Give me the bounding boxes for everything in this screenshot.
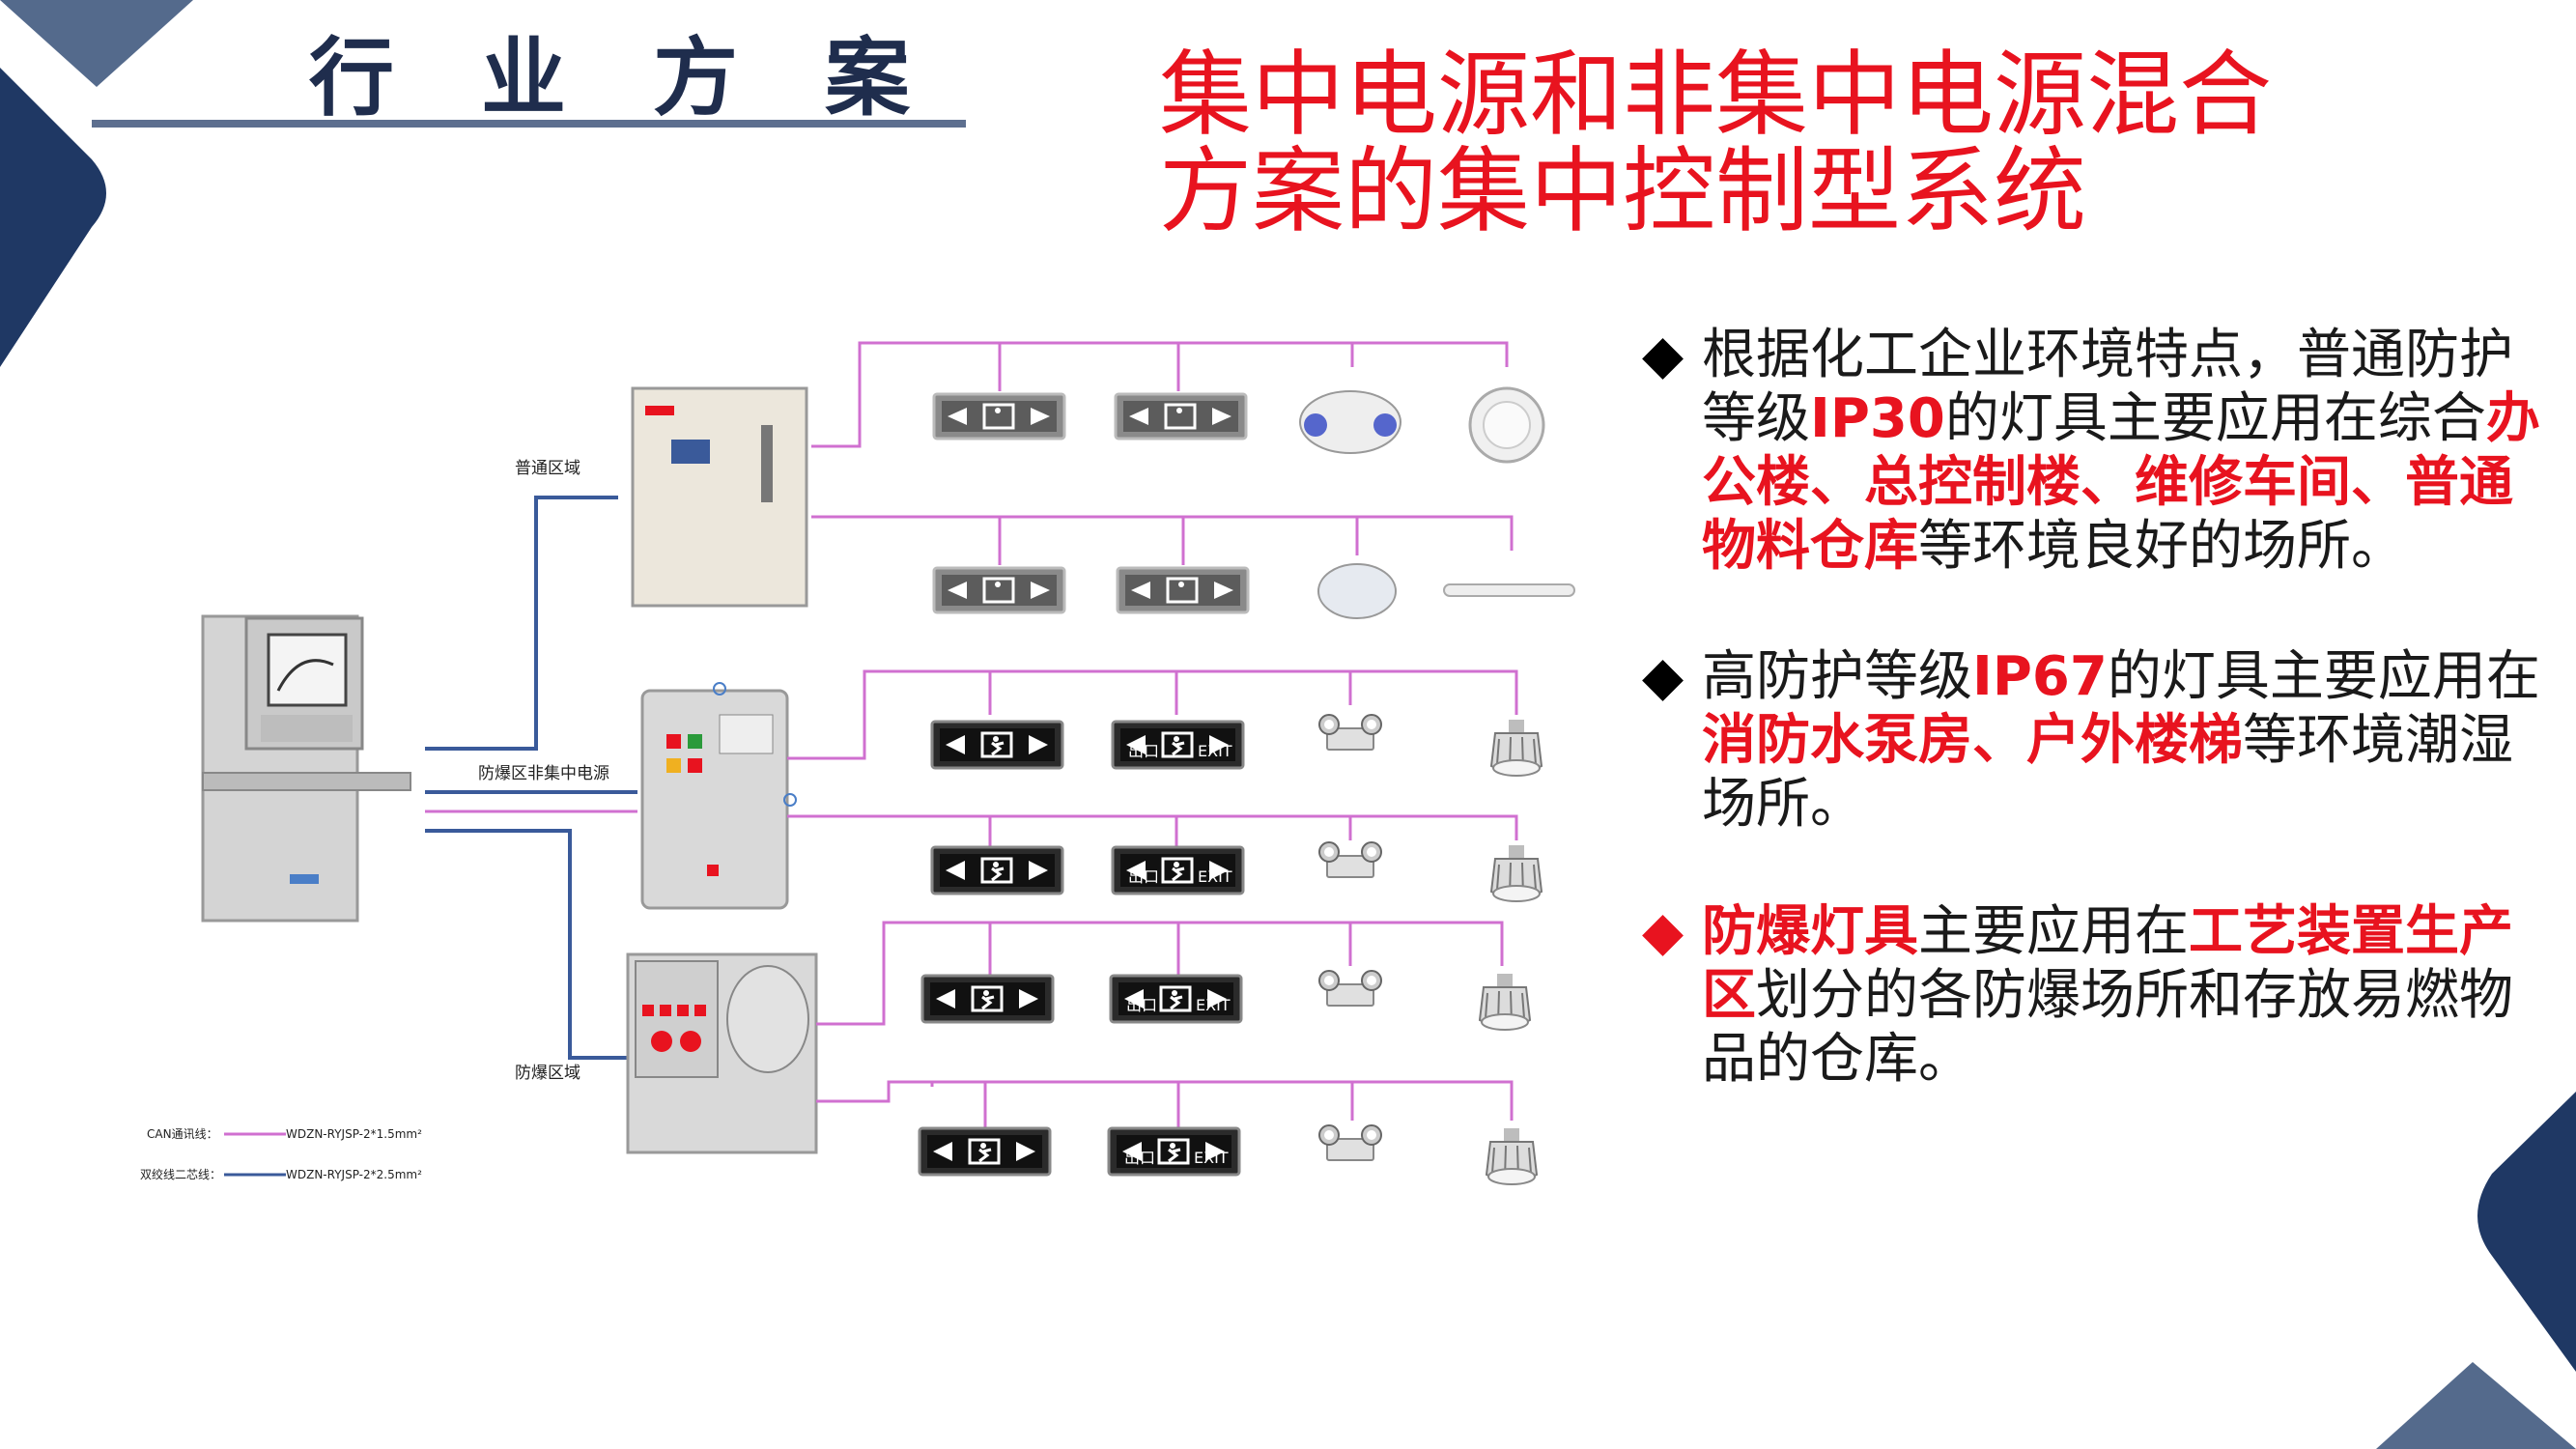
exit-sign-arrows (920, 974, 1055, 1024)
twin-spot-emergency-light (1318, 970, 1382, 1007)
exit-sign-silver (1114, 392, 1248, 440)
exit-sign-en: 出口 EXIT (1109, 974, 1243, 1024)
header-underline (92, 120, 966, 128)
main-title-line-2: 方案的集中控制型系统 (1159, 137, 2086, 245)
twin-spot-emergency-light (1318, 841, 1382, 878)
exit-sign-en: 出口 EXIT (1111, 845, 1245, 895)
svg-text:出口: 出口 (1128, 742, 1159, 760)
zone-label-non-central: 防爆区非集中电源 (478, 764, 609, 783)
bullet-3: ◆ 防爆灯具主要应用在工艺装置生产区划分的各防爆场所和存放易燃物品的仓库。 (1642, 900, 2540, 1092)
bullet-2: ◆ 高防护等级IP67的灯具主要应用在消防水泵房、户外楼梯等环境潮湿场所。 (1642, 645, 2540, 837)
svg-text:出口: 出口 (1128, 867, 1159, 886)
dome-ceiling-light (1317, 563, 1397, 619)
control-console (201, 614, 411, 923)
exit-sign-silver (932, 392, 1066, 440)
twin-spot-emergency-light (1318, 714, 1382, 751)
corner-chevron-left (0, 68, 106, 367)
highlight-text: 办公楼、总控制楼、维修车间、普通物料仓库 (1702, 387, 2540, 578)
twin-spot-emergency-light (1318, 1124, 1382, 1161)
explosion-proof-lamp (1490, 719, 1543, 777)
exit-sign-arrows (930, 720, 1064, 770)
trunk-lines (425, 496, 637, 1060)
highlight-text: IP30 (1810, 387, 1945, 450)
svg-text:EXIT: EXIT (1194, 1149, 1229, 1167)
non-central-ex-box (640, 682, 797, 910)
exit-sign-arrows (930, 845, 1064, 895)
bullet-diamond-icon: ◆ (1642, 645, 1684, 708)
general-zone-cabinet (631, 386, 808, 608)
highlight-text: 消防水泵房、户外楼梯 (1702, 709, 2243, 772)
highlight-text: IP67 (1972, 645, 2108, 708)
bullet-text: 的灯具主要应用在 (2107, 645, 2540, 708)
bullet-text: 的灯具主要应用在综合 (1944, 387, 2486, 450)
highlight-text: 防爆灯具 (1702, 900, 1918, 963)
diagram-legend: CAN通讯线： WDZN-RYJSP-2*1.5mm² 双绞线二芯线： WDZN… (140, 1127, 422, 1181)
svg-text:出口: 出口 (1124, 1149, 1155, 1167)
exit-sign-silver (932, 566, 1066, 614)
header-title: 行业方案 (309, 28, 998, 128)
explosion-proof-lamp (1486, 1127, 1538, 1185)
svg-text:EXIT: EXIT (1196, 996, 1231, 1014)
bullet-1: ◆ 根据化工企业环境特点，普通防护等级IP30的灯具主要应用在综合办公楼、总控制楼… (1642, 324, 2540, 579)
legend-power-label: 双绞线二芯线： (140, 1167, 221, 1181)
bullet-text: 等环境良好的场所。 (1918, 515, 2405, 578)
corner-chevron-right (2477, 1092, 2576, 1372)
bullet-text: 等环境潮湿场所。 (1702, 709, 2513, 836)
explosion-proof-lamp (1490, 844, 1543, 902)
bullet-text: 根据化工企业环境特点，普通防护等级 (1702, 324, 2513, 450)
explosion-zone-box (626, 952, 818, 1154)
exit-sign-en: 出口 EXIT (1107, 1126, 1241, 1177)
legend-can-spec: WDZN-RYJSP-2*1.5mm² (286, 1127, 422, 1141)
exit-sign-silver (1116, 566, 1250, 614)
legend-power-spec: WDZN-RYJSP-2*2.5mm² (286, 1168, 422, 1181)
exit-sign-arrows (918, 1126, 1052, 1177)
round-ceiling-light (1468, 386, 1545, 464)
bullet-diamond-icon: ◆ (1642, 900, 1684, 963)
main-title-line-1: 集中电源和非集中电源混合 (1159, 41, 2272, 149)
ceiling-emergency-light (1299, 390, 1401, 454)
highlight-text: 工艺装置生产区 (1702, 900, 2513, 1027)
exit-sign-en: 出口 EXIT (1111, 720, 1245, 770)
branch-lines (787, 341, 1518, 1130)
bullet-text: 高防护等级 (1702, 645, 1972, 708)
bullet-diamond-icon: ◆ (1642, 324, 1684, 386)
legend-can-label: CAN通讯线： (147, 1127, 218, 1141)
explosion-proof-lamp (1479, 973, 1531, 1031)
bullet-text: 主要应用在 (1918, 900, 2189, 963)
svg-text:EXIT: EXIT (1198, 742, 1232, 760)
system-diagram: 普通区域 防爆区非集中电源 防爆区域 (140, 341, 1575, 1185)
tube-light (1443, 583, 1575, 597)
corner-triangle-top (0, 0, 193, 87)
svg-text:EXIT: EXIT (1198, 867, 1232, 886)
zone-label-explosion: 防爆区域 (515, 1064, 580, 1083)
main-title: 集中电源和非集中电源混合 方案的集中控制型系统 (1159, 46, 2272, 240)
corner-triangle-bottom (2376, 1362, 2576, 1449)
bullet-text: 划分的各防爆场所和存放易燃物品的仓库。 (1702, 964, 2513, 1091)
zone-label-general: 普通区域 (515, 459, 580, 478)
svg-text:出口: 出口 (1126, 996, 1157, 1014)
